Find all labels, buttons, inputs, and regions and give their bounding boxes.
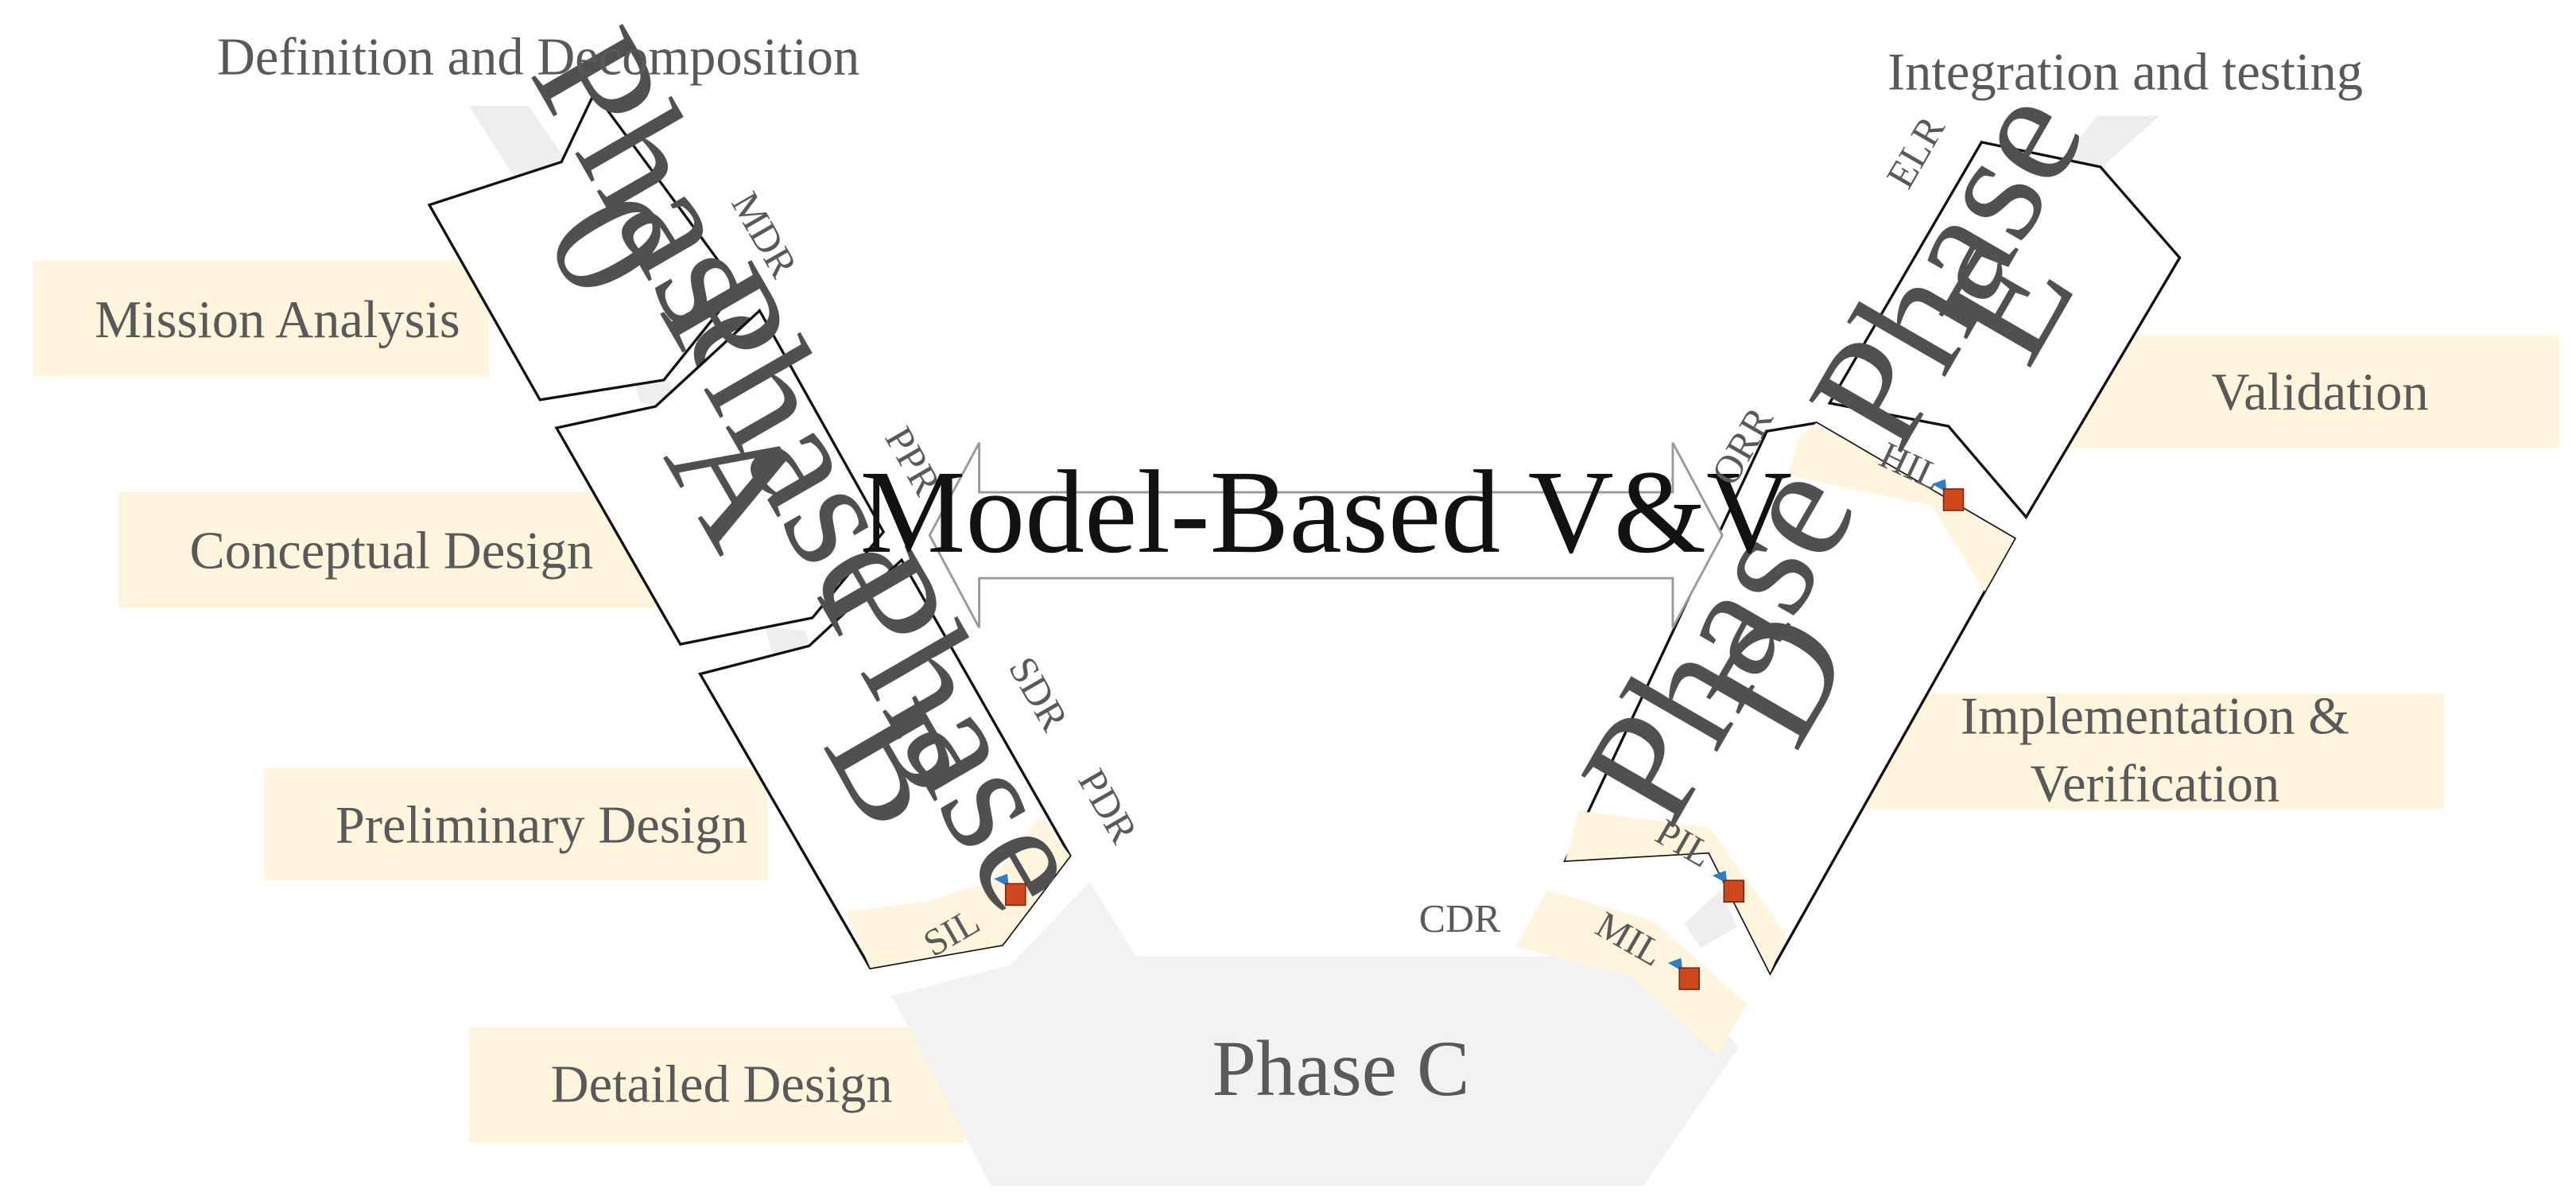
stage-band-conceptual-design xyxy=(118,492,664,608)
stage-implementation-line1: Implementation & xyxy=(1961,687,2349,745)
phase-c-label: Phase C xyxy=(1212,1024,1469,1113)
stage-band-validation xyxy=(2039,335,2560,448)
phase-a-block xyxy=(554,308,886,647)
sil-band xyxy=(845,816,1070,969)
stage-detailed-design: Detailed Design xyxy=(551,1055,893,1113)
heading-integration-testing: Integration and testing xyxy=(1887,43,2363,101)
stage-conceptual-design: Conceptual Design xyxy=(189,522,593,581)
stage-validation: Validation xyxy=(2211,363,2428,421)
pil-band xyxy=(1565,810,1787,973)
model-based-vv-label: Model-Based V&V xyxy=(860,447,1792,578)
hil-band xyxy=(1788,422,2015,592)
review-cdr: CDR xyxy=(1419,897,1501,941)
connector-d-mil xyxy=(1684,890,1737,949)
stage-implementation-line2: Verification xyxy=(2031,755,2280,813)
mil-band xyxy=(1515,890,1748,1056)
stage-band-implementation xyxy=(1865,693,2444,810)
stage-band-detailed-design xyxy=(468,1027,964,1144)
stage-preliminary-design: Preliminary Design xyxy=(336,796,748,854)
stage-band-preliminary-design xyxy=(264,767,768,881)
double-arrow-icon xyxy=(928,442,1724,629)
stage-mission-analysis: Mission Analysis xyxy=(95,291,460,349)
stage-band-mission-analysis xyxy=(33,261,489,377)
phase-0-block xyxy=(427,90,740,402)
phase-c-block xyxy=(891,882,1739,1186)
phase-e-block xyxy=(1827,140,2182,520)
connector-right-top xyxy=(2061,115,2160,169)
heading-definition-decomposition: Definition and Decomposition xyxy=(217,29,859,87)
